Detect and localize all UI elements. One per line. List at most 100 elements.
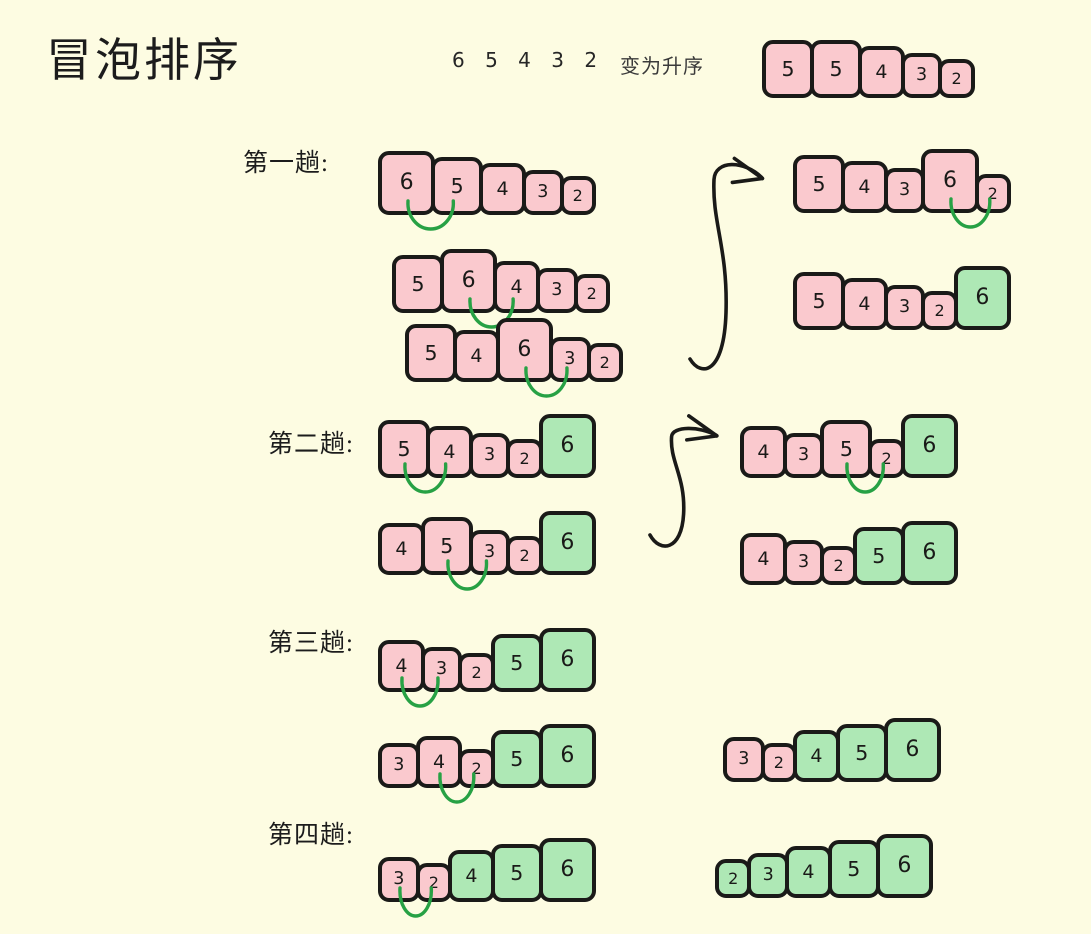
value-box: 2 xyxy=(820,546,857,585)
flow-arrow-pass-1 xyxy=(688,156,765,371)
value-box: 2 xyxy=(868,439,905,478)
value-box-label: 5 xyxy=(510,651,524,675)
value-box: 3 xyxy=(782,432,825,478)
value-box: 5 xyxy=(793,272,845,330)
value-box: 3 xyxy=(883,284,926,330)
value-box-label: 4 xyxy=(858,293,871,316)
value-box: 3 xyxy=(521,169,564,215)
value-box-label: 2 xyxy=(599,353,610,373)
value-box-label: 4 xyxy=(395,655,408,678)
value-box-label: 5 xyxy=(872,544,886,568)
input-sequence-label: 6 5 4 3 2 xyxy=(452,48,605,72)
value-box: 6 xyxy=(538,723,596,788)
pass-label-2: 第二趟: xyxy=(268,431,354,458)
value-box: 6 xyxy=(495,317,553,382)
value-box: 6 xyxy=(538,627,596,692)
value-box-label: 3 xyxy=(762,865,774,886)
value-box-label: 5 xyxy=(397,437,411,461)
pass-label-3: 第三趟: xyxy=(268,630,354,657)
value-box-label: 5 xyxy=(411,272,425,296)
value-box: 3 xyxy=(468,432,511,478)
value-box: 2 xyxy=(715,859,752,898)
value-box-label: 5 xyxy=(855,741,869,765)
value-box-label: 5 xyxy=(812,172,826,196)
value-box-label: 6 xyxy=(560,857,575,883)
value-box: 3 xyxy=(883,167,926,213)
array-row: 5 6 4 3 2 xyxy=(392,233,610,329)
value-box-label: 3 xyxy=(436,659,448,680)
value-box-label: 4 xyxy=(510,276,523,299)
value-box-label: 2 xyxy=(572,186,583,206)
value-box: 4 xyxy=(453,330,500,382)
value-box-label: 6 xyxy=(560,433,575,459)
value-box-label: 2 xyxy=(471,663,482,683)
value-box-label: 4 xyxy=(395,538,408,561)
value-box: 3 xyxy=(548,336,591,382)
value-box: 6 xyxy=(538,413,596,478)
value-box-label: 3 xyxy=(551,280,563,301)
value-box-label: 4 xyxy=(443,441,456,464)
value-box: 4 xyxy=(426,426,473,478)
value-box-label: 6 xyxy=(461,268,476,294)
value-box: 2 xyxy=(586,343,623,382)
value-box-label: 5 xyxy=(424,341,438,365)
value-box-label: 3 xyxy=(564,349,576,370)
value-box: 6 xyxy=(538,837,596,902)
value-box-label: 5 xyxy=(510,747,524,771)
value-box: 5 xyxy=(420,517,473,575)
value-box-label: 4 xyxy=(802,861,815,884)
value-box: 4 xyxy=(447,850,495,902)
value-box-label: 3 xyxy=(899,180,911,201)
value-box: 3 xyxy=(378,742,420,788)
value-box: 6 xyxy=(900,520,958,585)
value-box: 4 xyxy=(784,846,832,898)
value-box-label: 4 xyxy=(875,61,888,84)
value-box-label: 6 xyxy=(922,540,937,566)
value-box-label: 2 xyxy=(586,284,597,304)
value-box-label: 3 xyxy=(916,65,928,86)
value-box-label: 2 xyxy=(728,869,739,889)
value-box-label: 2 xyxy=(934,301,945,321)
value-box: 5 xyxy=(762,40,814,98)
value-box: 5 xyxy=(820,420,873,478)
value-box-label: 5 xyxy=(839,437,853,461)
value-box-label: 6 xyxy=(560,530,575,556)
value-box-label: 2 xyxy=(471,759,482,779)
array-row: 5 4 3 2 6 xyxy=(378,398,596,494)
value-box-label: 2 xyxy=(833,556,844,576)
value-box: 2 xyxy=(921,291,958,330)
value-box-label: 3 xyxy=(798,552,810,573)
value-box: 5 xyxy=(405,324,457,382)
value-box: 6 xyxy=(883,717,941,782)
value-box-label: 3 xyxy=(484,445,496,466)
value-box-label: 2 xyxy=(951,69,962,89)
value-box-label: 2 xyxy=(428,873,439,893)
value-box: 5 xyxy=(490,844,543,902)
value-box: 4 xyxy=(415,736,463,788)
value-box: 3 xyxy=(782,539,825,585)
value-box: 2 xyxy=(760,743,797,782)
value-box: 6 xyxy=(538,510,596,575)
value-box-label: 2 xyxy=(519,449,530,469)
value-box: 4 xyxy=(858,46,905,98)
value-box-label: 5 xyxy=(781,57,795,81)
value-box-label: 5 xyxy=(847,857,861,881)
value-box-label: 4 xyxy=(470,345,483,368)
value-box: 4 xyxy=(378,640,425,692)
flow-arrow-pass-2 xyxy=(648,414,719,548)
value-box: 4 xyxy=(792,730,840,782)
value-box-label: 6 xyxy=(897,853,912,879)
value-box-label: 6 xyxy=(399,170,414,196)
value-box: 3 xyxy=(378,856,420,902)
